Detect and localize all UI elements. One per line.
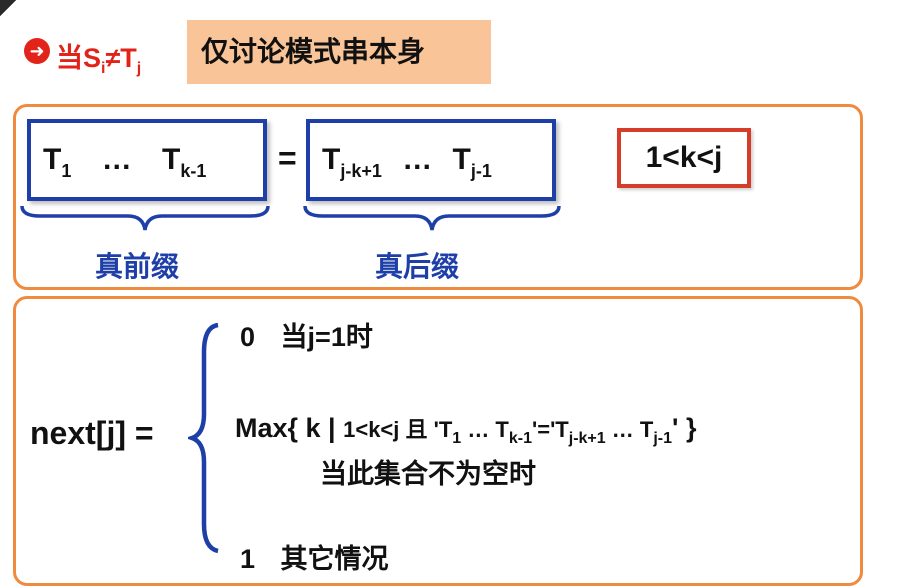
header-note: 仅讨论模式串本身	[187, 20, 491, 84]
header-condition: 当Si≠Tj	[56, 43, 142, 77]
k-range-box: 1<k<j	[617, 128, 751, 188]
case-3: 1 其它情况	[240, 544, 389, 574]
suffix-brace	[303, 205, 561, 231]
proper-prefix-box: T1 … Tk-1	[27, 119, 267, 201]
corner-decoration	[0, 0, 20, 20]
next-function-panel	[13, 296, 863, 586]
proper-suffix-box: Tj-k+1 … Tj-1	[306, 119, 556, 201]
case-2-condition: 当此集合不为空时	[320, 459, 536, 489]
case-2-expression: Max{ k | 1<k<j 且 'T1 … Tk-1'='Tj-k+1 … T…	[235, 413, 697, 447]
next-function-lhs: next[j] =	[30, 415, 154, 451]
suffix-expression: Tj-k+1 … Tj-1	[322, 143, 492, 181]
arrow-right-circle-icon: ➜	[24, 38, 50, 64]
cases-brace	[188, 322, 219, 554]
case-1: 0 当j=1时	[240, 322, 373, 352]
proper-prefix-label: 真前缀	[95, 251, 180, 282]
equals-sign: =	[278, 140, 297, 176]
prefix-expression: T1 … Tk-1	[43, 143, 207, 181]
proper-suffix-label: 真后缀	[375, 251, 460, 282]
prefix-brace	[20, 205, 270, 231]
